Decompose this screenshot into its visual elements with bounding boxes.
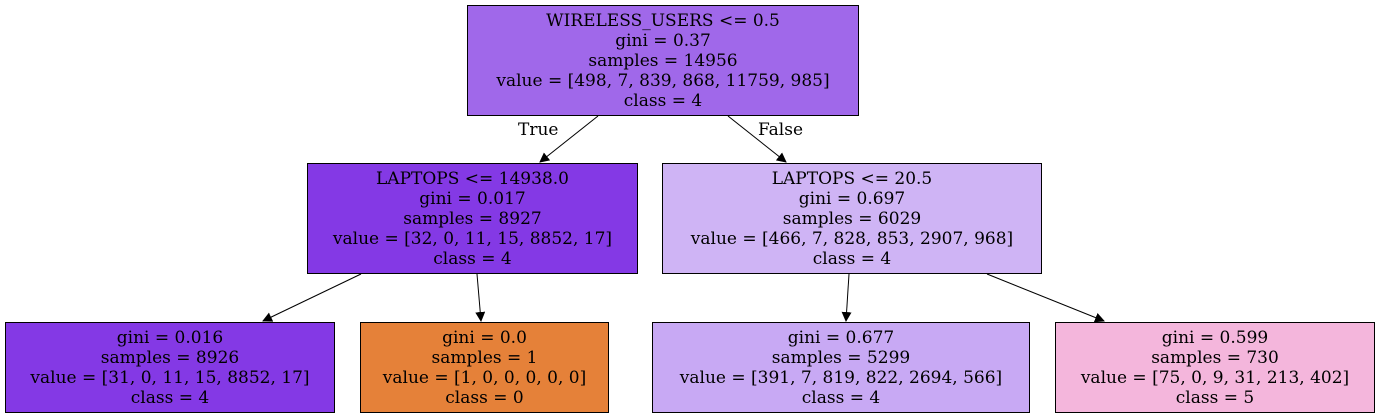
tree-node-root-line-4: class = 4 (623, 90, 703, 111)
tree-edge-right-to-right-left (841, 273, 852, 322)
tree-edge-root-to-left (539, 115, 599, 163)
tree-node-root-line-0: WIRELESS_USERS <= 0.5 (546, 10, 780, 31)
tree-node-right-line-2: samples = 6029 (782, 208, 922, 229)
tree-node-left-right-line-3: class = 0 (445, 387, 524, 408)
edge-label-true: True (518, 120, 559, 140)
tree-node-right-line-4: class = 4 (812, 248, 892, 269)
tree-node-right-left-line-3: class = 4 (801, 387, 881, 408)
tree-node-right-line-3: value = [466, 7, 828, 853, 2907, 968] (690, 228, 1014, 249)
tree-node-root-line-2: samples = 14956 (588, 50, 738, 71)
tree-node-right-line-0: LAPTOPS <= 20.5 (771, 168, 933, 189)
tree-edge-left-to-left-right (475, 273, 486, 322)
tree-edge-left-to-left-left (262, 273, 362, 322)
tree-node-left-left-line-2: value = [31, 0, 11, 15, 8852, 17] (30, 367, 310, 388)
tree-node-right-right-line-2: value = [75, 0, 9, 31, 213, 402] (1080, 367, 1350, 388)
tree-node-right-left-line-2: value = [391, 7, 819, 822, 2694, 566] (679, 367, 1003, 388)
tree-node-right-right-line-1: samples = 730 (1151, 347, 1279, 368)
tree-node-right-line-1: gini = 0.697 (798, 188, 906, 209)
tree-node-right-right-line-0: gini = 0.599 (1161, 327, 1269, 348)
tree-node-left-line-4: class = 4 (433, 248, 512, 269)
tree-node-left-right-line-0: gini = 0.0 (442, 327, 527, 348)
tree-node-right-right-line-3: class = 5 (1175, 387, 1255, 408)
tree-node-left-line-1: gini = 0.017 (419, 188, 526, 209)
tree-node-left-left-line-0: gini = 0.016 (116, 327, 224, 348)
tree-node-root-line-3: value = [498, 7, 839, 868, 11759, 985] (496, 70, 830, 91)
tree-node-left-line-2: samples = 8927 (403, 208, 542, 229)
tree-node-right-left-line-0: gini = 0.677 (787, 327, 895, 348)
tree-edge-right-to-right-right (986, 273, 1105, 323)
tree-edge-root-to-right (727, 115, 787, 163)
tree-node-left-line-0: LAPTOPS <= 14938.0 (376, 168, 569, 189)
edge-label-false: False (758, 120, 803, 140)
tree-node-left-right-line-1: samples = 1 (431, 347, 538, 368)
tree-node-left-line-3: value = [32, 0, 11, 15, 8852, 17] (332, 228, 613, 249)
tree-node-left-right-line-2: value = [1, 0, 0, 0, 0, 0] (382, 367, 587, 388)
tree-node-left-left-line-3: class = 4 (130, 387, 210, 408)
tree-node-right-left-line-1: samples = 5299 (771, 347, 911, 368)
tree-node-root-line-1: gini = 0.37 (615, 30, 711, 51)
tree-node-left-left-line-1: samples = 8926 (100, 347, 240, 368)
